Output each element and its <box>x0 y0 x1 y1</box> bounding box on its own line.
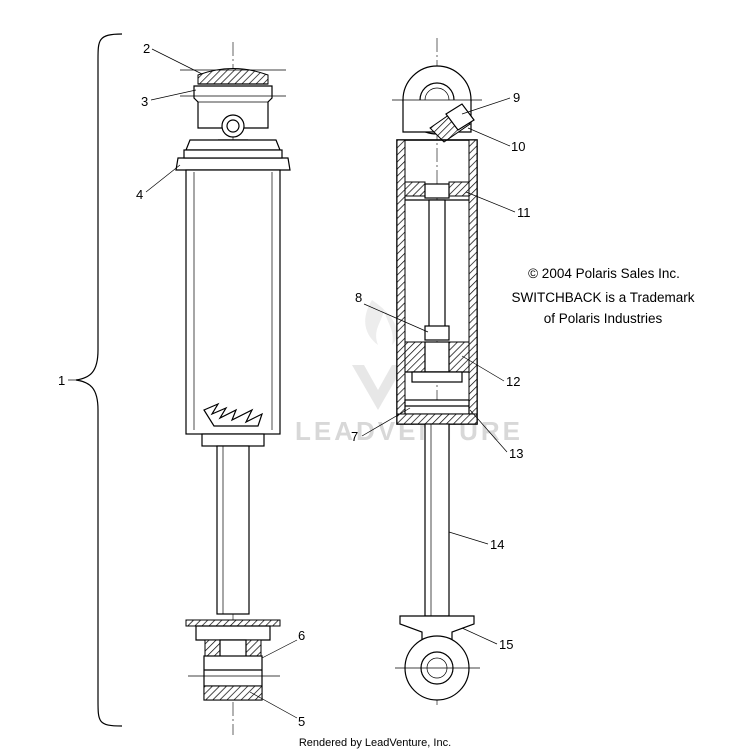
copyright-text: © 2004 Polaris Sales Inc. <box>528 266 680 281</box>
callouts: 1 2 3 4 5 6 7 8 9 10 11 12 13 14 15 <box>58 41 531 729</box>
callout-10: 10 <box>511 139 525 154</box>
copyright-notes: © 2004 Polaris Sales Inc. SWITCHBACK is … <box>511 266 694 326</box>
assembly-brace <box>75 33 123 727</box>
callout-8: 8 <box>355 290 362 305</box>
callout-1: 1 <box>58 373 65 388</box>
callout-12: 12 <box>506 374 520 389</box>
watermark-logo <box>352 300 404 410</box>
callout-5: 5 <box>298 714 305 729</box>
body-logo <box>203 402 264 427</box>
trademark-line-1: SWITCHBACK is a Trademark <box>511 290 694 305</box>
left-shock-external-view <box>175 42 291 735</box>
callout-15: 15 <box>499 637 513 652</box>
right-shock-section-view <box>392 38 482 705</box>
callout-3: 3 <box>141 94 148 109</box>
callout-7: 7 <box>351 429 358 444</box>
callout-4: 4 <box>136 187 143 202</box>
callout-6: 6 <box>298 628 305 643</box>
footer-credit: Rendered by LeadVenture, Inc. <box>299 737 451 749</box>
callout-14: 14 <box>490 537 504 552</box>
callout-2: 2 <box>143 41 150 56</box>
callout-11: 11 <box>517 205 531 220</box>
callout-9: 9 <box>513 90 520 105</box>
callout-13: 13 <box>509 446 523 461</box>
trademark-line-2: of Polaris Industries <box>544 311 663 326</box>
